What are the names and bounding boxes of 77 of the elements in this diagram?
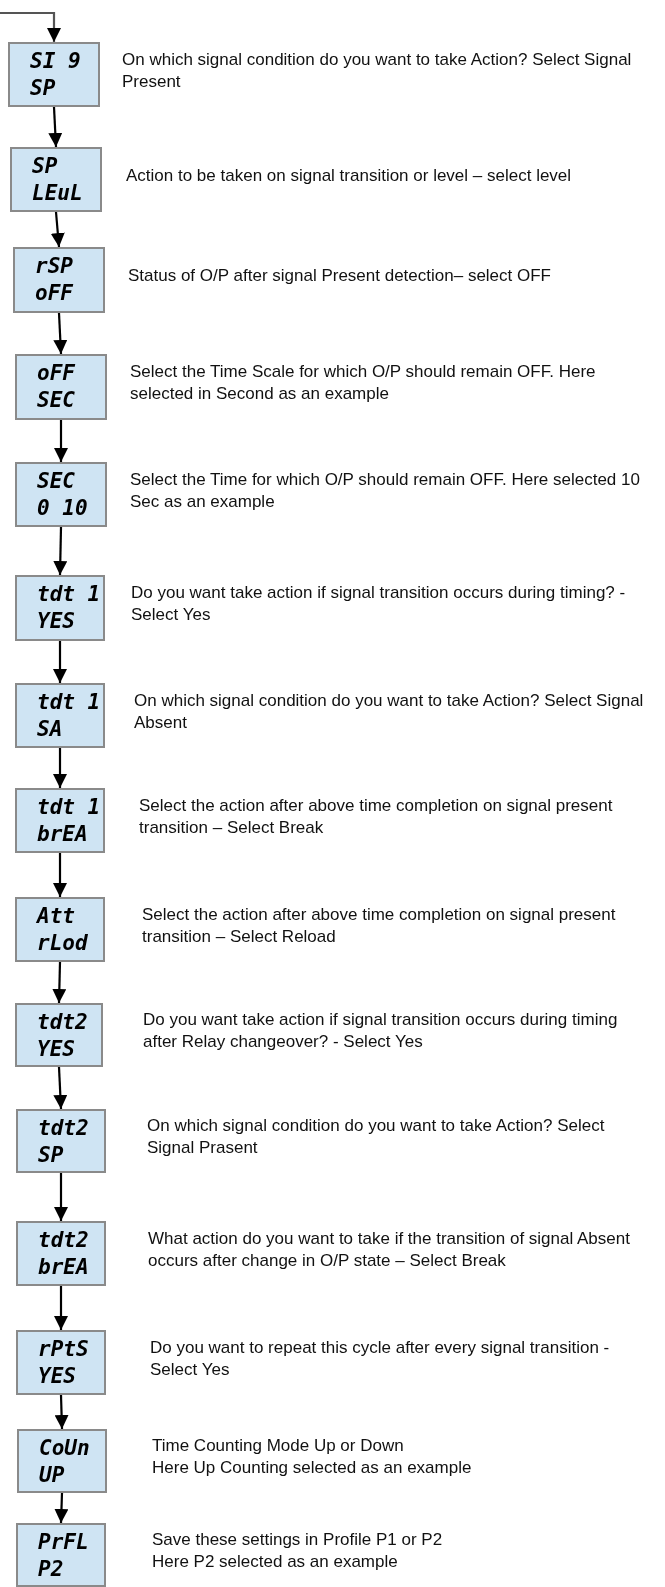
display-box	[13, 247, 105, 313]
step-description: On which signal condition do you want to take Action? Select Signal Prasent	[147, 1115, 606, 1159]
arrow	[54, 1394, 69, 1430]
display-reading: SEC	[37, 387, 75, 414]
step-description: On which signal condition do you want to take Action? Select Signal Absent	[134, 689, 645, 734]
step-description: What action do you want to take if the transition of signal Absent occurs after change in O/P state – Select Break	[148, 1227, 631, 1272]
display-reading: SA	[37, 716, 63, 743]
step-description: Here Up Counting selected as an example	[152, 1457, 473, 1479]
display-reading: tdt 1	[37, 794, 101, 821]
display-box	[16, 1221, 106, 1286]
step-description: Select the Time Scale for which O/P should remain OFF. Here selected in Second as an example	[130, 361, 597, 405]
display-reading: tdt 1	[37, 689, 101, 716]
display-reading: brEA	[38, 1254, 89, 1281]
display-reading: YES	[37, 1036, 75, 1063]
display-box	[16, 1523, 106, 1587]
step-description: Action to be taken on signal transition or level – select level	[126, 164, 573, 187]
arrow	[53, 641, 67, 683]
display-reading: PrFL	[38, 1529, 89, 1556]
display-box	[15, 897, 105, 962]
arrow	[54, 1492, 69, 1524]
step-description: Select the action after above time completion on signal present transition – Select Break	[139, 794, 614, 839]
display-box	[15, 683, 105, 748]
display-box	[16, 1109, 106, 1173]
display-reading: LEuL	[32, 180, 83, 207]
arrow	[50, 211, 65, 248]
display-box	[17, 1429, 107, 1493]
step-description: Select the Time for which O/P should remain OFF. Here selected 10 Sec as an example	[130, 468, 641, 513]
step-description: Time Counting Mode Up or Down	[152, 1435, 405, 1457]
arrow	[53, 748, 67, 788]
arrow	[54, 1173, 68, 1221]
display-reading: YES	[37, 608, 75, 635]
arrow	[53, 1066, 68, 1110]
display-reading: tdt2	[37, 1009, 88, 1036]
display-reading: rSP	[35, 253, 73, 280]
display-reading: tdt2	[38, 1115, 89, 1142]
display-box	[15, 354, 107, 420]
display-reading: brEA	[37, 821, 88, 848]
arrow	[54, 420, 68, 462]
step-description: On which signal condition do you want to take Action? Select Signal Present	[122, 48, 633, 93]
display-reading: tdt 1	[37, 581, 101, 608]
arrow	[53, 312, 68, 355]
display-reading: rPtS	[38, 1336, 89, 1363]
arrow	[52, 961, 67, 1004]
display-reading: CoUn	[39, 1435, 90, 1462]
step-description: Do you want take action if signal transition occurs during timing after Relay changeover? - Select Yes	[143, 1009, 619, 1053]
display-reading: SP	[32, 153, 58, 180]
display-reading: YES	[38, 1363, 76, 1390]
step-description: Status of O/P after signal Present detection– select OFF	[128, 265, 552, 287]
display-reading: SEC	[37, 468, 75, 495]
display-reading: rLod	[37, 930, 88, 957]
display-reading: UP	[39, 1462, 65, 1489]
step-description: Here P2 selected as an example	[152, 1551, 399, 1573]
arrow	[53, 853, 67, 897]
display-box	[15, 575, 105, 641]
display-reading: SP	[38, 1142, 64, 1169]
display-box	[15, 1003, 103, 1067]
display-reading: P2	[38, 1556, 64, 1583]
step-description: Select the action after above time completion on signal present transition – Select Reload	[142, 903, 617, 948]
display-reading: tdt2	[38, 1227, 89, 1254]
arrow	[48, 106, 63, 148]
display-box	[8, 42, 100, 107]
display-reading: SP	[30, 75, 56, 102]
step-description: Save these settings in Profile P1 or P2	[152, 1529, 444, 1551]
display-reading: oFF	[37, 360, 75, 387]
display-reading: oFF	[35, 280, 73, 307]
display-box	[15, 788, 105, 853]
display-box	[16, 1330, 106, 1395]
display-reading: 0 10	[37, 495, 88, 522]
display-reading: SI 9	[30, 48, 81, 75]
display-reading: Att	[37, 903, 75, 930]
arrow	[0, 11, 61, 42]
arrow	[53, 526, 68, 576]
display-box	[10, 147, 102, 212]
display-box	[15, 462, 107, 527]
step-description: Do you want to repeat this cycle after every signal transition - Select Yes	[150, 1336, 611, 1381]
step-description: Do you want take action if signal transition occurs during timing? - Select Yes	[131, 582, 627, 626]
arrow	[54, 1286, 68, 1330]
